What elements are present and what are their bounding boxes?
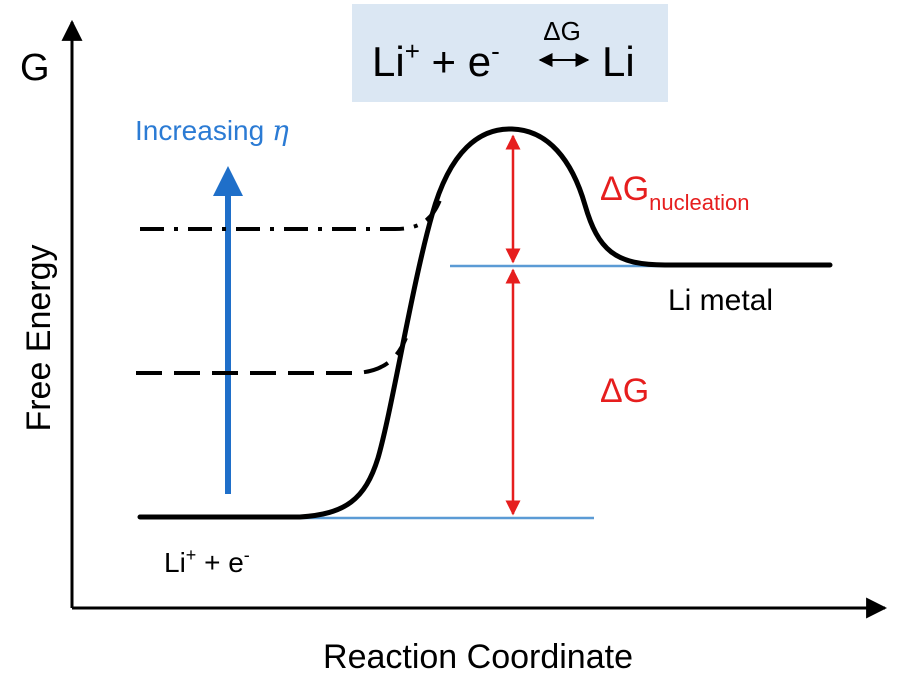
delta-g-label: ΔG (600, 372, 649, 410)
y-axis-title: Free Energy (20, 244, 58, 431)
reaction-box (352, 4, 668, 102)
energy-curve (137, 126, 833, 520)
reactant-label: Li+ + e- (164, 545, 250, 578)
x-axis-title: Reaction Coordinate (323, 638, 633, 676)
li-metal-label: Li metal (668, 284, 773, 317)
dashdot-level-curve (140, 199, 442, 231)
reaction-equation: Li+ + e- (372, 36, 500, 85)
increasing-eta-label: Increasing η (135, 114, 289, 147)
reaction-arrow-label: ΔG (543, 16, 581, 46)
y-axis-letter: G (20, 47, 50, 89)
delta-g-nucleation-label: ΔGnucleation (600, 170, 749, 215)
reaction-product: Li (602, 38, 635, 85)
dashed-level-curve (136, 337, 408, 375)
